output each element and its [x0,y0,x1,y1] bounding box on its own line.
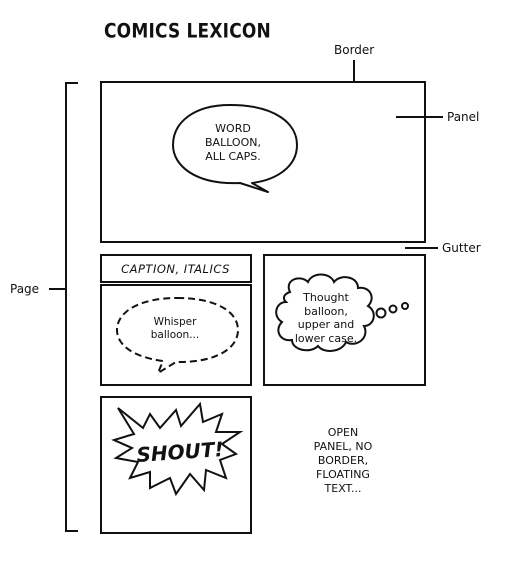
open-panel-line: FLOATING [316,468,370,481]
page-label: Page [10,282,40,296]
whisper-balloon-text: Whisper balloon... [140,316,210,342]
open-panel-line: TEXT... [324,482,362,495]
whisper-balloon-line: balloon... [150,329,200,341]
thought-balloon-line: Thought [303,291,349,304]
thought-balloon-line: lower case. [294,331,358,345]
gutter-label: Gutter [442,241,481,255]
page-bracket [49,82,78,532]
thought-balloon-line: upper and [297,318,355,331]
open-panel-line: OPEN [327,426,359,439]
open-panel-text: OPEN PANEL, NO BORDER, FLOATING TEXT... [298,426,388,496]
word-balloon-line: WORD [215,122,251,135]
thought-balloon-text: Thought balloon, upper and lower case. [286,291,366,345]
border-label: Border [334,43,375,57]
caption-box [100,254,252,283]
word-balloon-shape [172,104,298,193]
word-balloon-line: BALLOON, [205,136,261,149]
open-panel-line: PANEL, NO [313,440,373,453]
word-balloon-line: ALL CAPS. [205,150,261,163]
page-title: COMICS LEXICON [104,20,271,43]
open-panel-line: BORDER, [317,454,369,467]
whisper-balloon-shape [116,297,239,374]
thought-balloon-line: balloon, [304,304,348,318]
word-balloon-text: WORD BALLOON, ALL CAPS. [188,122,278,164]
thought-balloon-shape [275,273,409,352]
whisper-balloon-line: Whisper [153,316,197,328]
caption-text: CAPTION, ITALICS [121,262,230,276]
shout-burst-shape [111,401,244,497]
panel-label: Panel [447,110,480,124]
